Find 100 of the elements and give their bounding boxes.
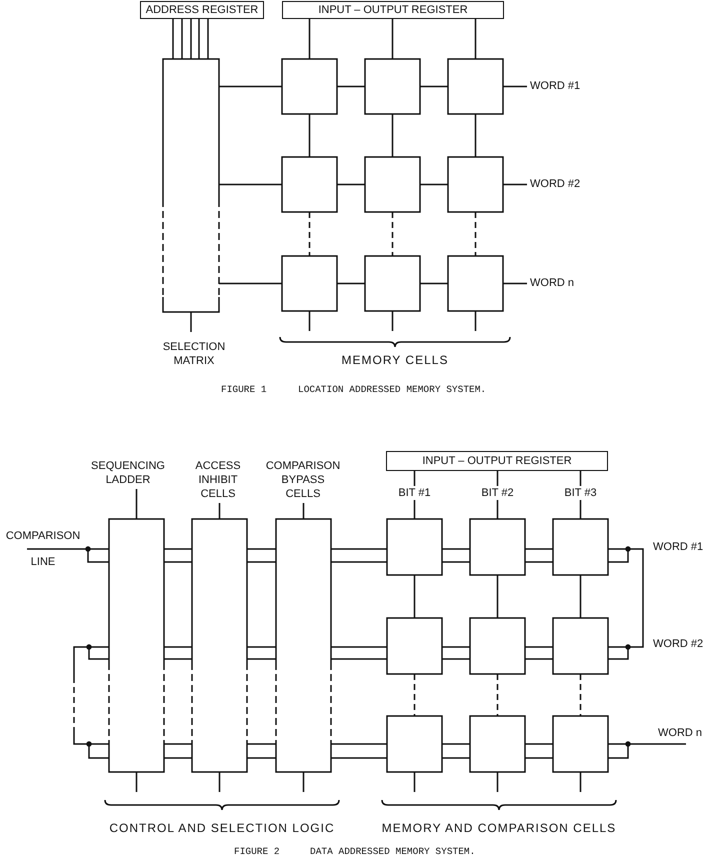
connector-line [190, 312, 192, 332]
connector-line [337, 184, 365, 186]
connector-line [496, 674, 498, 716]
memory-cell [386, 617, 443, 675]
connector-line [580, 575, 582, 618]
column-block [275, 518, 332, 773]
connector-line [164, 561, 192, 563]
memory-cell [552, 518, 609, 576]
connector-line [442, 757, 470, 759]
connector-line [420, 86, 448, 88]
connector-line [337, 86, 365, 88]
memory-cell [447, 255, 504, 312]
connector-line [496, 772, 498, 792]
connector-line [607, 743, 687, 759]
connector-line [190, 19, 192, 59]
connector-line [503, 86, 527, 88]
memory-cell [552, 715, 609, 773]
connector-line [392, 19, 394, 59]
section-label: MEMORY AND COMPARISON CELLS [380, 820, 618, 836]
connector-line [308, 212, 310, 256]
memory-cell [281, 58, 338, 115]
connector-line [308, 311, 310, 331]
memory-cell [281, 255, 338, 312]
connector-line [442, 646, 470, 648]
connector-line [218, 503, 220, 519]
register-box: INPUT – OUTPUT REGISTER [386, 451, 608, 471]
connector-line [331, 548, 387, 550]
connector-line [331, 757, 387, 759]
connector-line [474, 212, 476, 256]
connector-line [420, 282, 448, 284]
connector-line [136, 489, 138, 519]
connector-line [414, 772, 416, 792]
connector-line [525, 646, 553, 648]
memory-cell [386, 715, 443, 773]
connector-line [164, 548, 192, 550]
column-block [191, 518, 248, 773]
connector-line [247, 743, 276, 745]
connector-line [331, 658, 387, 660]
connector-line [164, 658, 192, 660]
memory-cell [447, 58, 504, 115]
connector-line [218, 772, 220, 792]
word-label: WORD #1 [653, 540, 704, 555]
memory-cell [364, 255, 421, 312]
section-label: MEMORY CELLS [340, 352, 450, 368]
connector-line [219, 86, 282, 88]
connector-line [420, 184, 448, 186]
connector-line [525, 548, 553, 550]
connector-line [164, 757, 192, 759]
connector-line [247, 658, 276, 660]
edge-label: COMPARISON LINE [4, 529, 82, 570]
memory-cell [364, 156, 421, 213]
block-label: ACCESS INHIBIT CELLS [186, 459, 250, 503]
connector-line [525, 743, 553, 745]
memory-cell [469, 518, 526, 576]
connector-line [136, 772, 138, 792]
selection-block [162, 58, 220, 313]
memory-cell [364, 58, 421, 115]
connector-line [442, 743, 470, 745]
connector-line [392, 212, 394, 256]
block-label: SELECTION MATRIX [162, 340, 226, 369]
figure-number: FIGURE 2 [234, 846, 281, 858]
word-label: WORD #2 [527, 177, 591, 192]
connector-line [580, 772, 582, 792]
memory-cell [552, 617, 609, 675]
connector-line [302, 503, 304, 519]
figure-title: LOCATION ADDRESSED MEMORY SYSTEM. [298, 384, 488, 396]
connector-line [308, 19, 310, 59]
register-box: INPUT – OUTPUT REGISTER [282, 1, 504, 19]
connector-line [172, 19, 174, 59]
connector-line [474, 19, 476, 59]
memory-cell [386, 518, 443, 576]
connector-line [442, 548, 470, 550]
connector-line [503, 282, 527, 284]
figure-number: FIGURE 1 [221, 384, 268, 396]
connector-line [164, 646, 192, 648]
connector-line [607, 548, 644, 660]
section-label: CONTROL AND SELECTION LOGIC [108, 820, 336, 836]
connector-line [525, 658, 553, 660]
connector-line [181, 19, 183, 59]
block-label: COMPARISON BYPASS CELLS [264, 459, 342, 503]
connector-line [442, 561, 470, 563]
word-label: WORD #2 [653, 637, 704, 652]
connector-line [219, 282, 282, 284]
connector-line [207, 19, 209, 59]
connector-line [331, 561, 387, 563]
connector-line [392, 311, 394, 331]
connector-line [331, 646, 387, 648]
connector-line [442, 658, 470, 660]
figure-title: DATA ADDRESSED MEMORY SYSTEM. [310, 846, 476, 858]
word-label: WORD n [527, 276, 591, 291]
connector-line [331, 743, 387, 745]
connector-line [308, 114, 310, 157]
column-block [108, 518, 165, 773]
connector-line [73, 646, 110, 759]
connector-line [392, 114, 394, 157]
connector-line [26, 548, 110, 563]
connector-line [414, 575, 416, 618]
connector-line [474, 311, 476, 331]
connector-line [302, 772, 304, 792]
connector-line [414, 674, 416, 716]
